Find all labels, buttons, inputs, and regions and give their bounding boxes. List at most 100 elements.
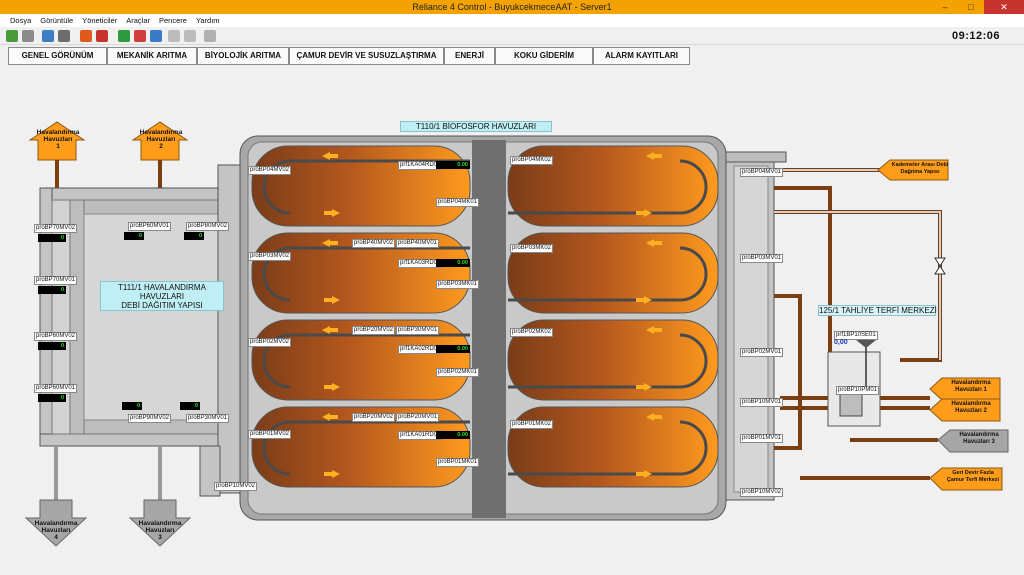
arrow-text: Çamur Terfi Merkezi [946, 477, 1000, 483]
database-icon[interactable] [150, 30, 162, 42]
report-icon[interactable] [134, 30, 146, 42]
nav-bar: GENEL GÖRÜNÜM MEKANİK ARITMA BİYOLOJİK A… [0, 46, 1024, 66]
arrow-gen [929, 467, 1003, 491]
alarm-ack-icon[interactable] [96, 30, 108, 42]
valve-left-2-display: 0 [38, 286, 66, 294]
basin-valve-left-1[interactable]: proBP01MV02 [248, 430, 292, 439]
mid-valve-1b[interactable]: proBP20MV01 [396, 413, 440, 422]
process-canvas: T110/1 BİOFOSFOR HAVUZLARI T111/1 HAVALA… [0, 68, 1024, 575]
arrow-up-1 [28, 121, 86, 188]
lane-3 [251, 232, 719, 314]
arrow-down-4 [24, 446, 88, 547]
menu-dosya[interactable]: Dosya [10, 16, 32, 25]
valve-left-3[interactable]: proBP60MV02 [34, 332, 78, 341]
arrow-text: Havalandırma [138, 520, 182, 527]
menu-yardim[interactable]: Yardım [195, 16, 220, 25]
arrow-text: Kademeler Arası Debi [891, 162, 949, 168]
print-preview-icon[interactable] [184, 30, 196, 42]
pump-tag[interactable]: proBP10PM01 [836, 386, 880, 395]
menu-pencere[interactable]: Pencere [159, 16, 187, 25]
dist-valve-top-1[interactable]: proBP60MV01 [128, 222, 172, 231]
nav-camur-devir[interactable]: ÇAMUR DEVİR VE SUSUZLAŞTIRMA [289, 47, 444, 65]
minimize-button[interactable]: – [942, 2, 948, 12]
back-icon[interactable] [6, 30, 18, 42]
arrow-hav2 [929, 398, 1001, 422]
mixer-right-3[interactable]: proBP03MK02 [510, 244, 554, 253]
list-icon[interactable] [22, 30, 34, 42]
arrow-text: Havuzları 3 [963, 439, 995, 445]
basin-valve-left-2[interactable]: proBP02MV02 [248, 338, 292, 347]
maximize-button[interactable]: □ [968, 2, 974, 12]
arrow-text: 4 [54, 534, 58, 541]
nav-genel-gorunum[interactable]: GENEL GÖRÜNÜM [8, 47, 107, 65]
menu-yoneticiler[interactable]: Yöneticiler [82, 16, 118, 25]
valve-left-4-display: 0 [38, 394, 66, 402]
mixer-right-2[interactable]: proBP02MK02 [510, 328, 554, 337]
dist-valve-top-2[interactable]: proBP80MV02 [186, 222, 230, 231]
flowmeter-value-1: 0.00 [436, 431, 470, 439]
mid-valve-3a[interactable]: proBP40MV02 [352, 239, 396, 248]
mixer-left-4[interactable]: proBP04MK01 [436, 198, 480, 207]
dist-valve-bottom-1[interactable]: proBP90MV02 [128, 414, 172, 423]
basin-valve-right-1[interactable]: proBP01MV01 [740, 434, 784, 443]
mid-valve-2b[interactable]: proBP30MV01 [396, 326, 440, 335]
flowmeter-value-2: 0.00 [436, 345, 470, 353]
valve-left-2[interactable]: proBP70MV01 [34, 276, 78, 285]
valve-left-4[interactable]: proBP60MV01 [34, 384, 78, 393]
basin-valve-right-3[interactable]: proBP03MV01 [740, 254, 784, 263]
print-icon[interactable] [168, 30, 180, 42]
menu-araclar[interactable]: Araçlar [126, 16, 150, 25]
trend-icon[interactable] [118, 30, 130, 42]
users-icon[interactable] [42, 30, 54, 42]
mixer-left-3[interactable]: proBP03MK01 [436, 280, 480, 289]
lane-2 [251, 319, 719, 401]
arrow-text: Havalandırma [951, 401, 991, 407]
dist-top-1-display: 0 [124, 232, 144, 240]
mixer-left-1[interactable]: proBP01MK01 [436, 458, 480, 467]
basin-valve-right-10[interactable]: proBP10MV01 [740, 398, 784, 407]
basin-valve-left-10[interactable]: proBP10MV02 [214, 482, 258, 491]
basin-valve-left-3[interactable]: proBP03MV02 [248, 252, 292, 261]
arrow-text: 2 [159, 143, 163, 150]
arrow-text: Havuzları 1 [955, 387, 987, 393]
mixer-left-2[interactable]: proBP02MK01 [436, 368, 480, 377]
arrow-up-2 [131, 121, 189, 188]
mid-valve-2a[interactable]: proBP20MV02 [352, 326, 396, 335]
nav-koku-giderim[interactable]: KOKU GİDERİM [495, 47, 593, 65]
nav-mekanik-aritma[interactable]: MEKANİK ARITMA [107, 47, 197, 65]
basin-valve-right-4[interactable]: proBP04MV01 [740, 168, 784, 177]
arrow-hav3 [937, 429, 1009, 453]
user-icon[interactable] [58, 30, 70, 42]
nav-alarm-kayitlari[interactable]: ALARM KAYITLARI [593, 47, 690, 65]
pipes [774, 168, 942, 480]
close-button[interactable]: ✕ [984, 0, 1024, 14]
menu-goruntule[interactable]: Görüntüle [40, 16, 74, 25]
mixer-right-4[interactable]: proBP04MK02 [510, 156, 554, 165]
mid-valve-3b[interactable]: proBP40MV01 [396, 239, 440, 248]
t110-label: T110/1 BİOFOSFOR HAVUZLARI [400, 121, 552, 132]
mid-valve-1a[interactable]: proBP20MV02 [352, 413, 396, 422]
mixer-right-1[interactable]: proBP01MK02 [510, 420, 554, 429]
basin-valve-right-10b[interactable]: proBP10MV02 [740, 488, 784, 497]
nav-biyolojik-aritma[interactable]: BİYOLOJİK ARITMA [197, 47, 289, 65]
distribution-structure [39, 164, 241, 497]
arrow-text: 1 [56, 143, 60, 150]
arrow-text: Havuzları [41, 527, 71, 534]
help-icon[interactable] [204, 30, 216, 42]
basin-valve-right-2[interactable]: proBP02MV01 [740, 348, 784, 357]
arrow-text: Havalandırma [36, 129, 80, 136]
alarm-icon[interactable] [80, 30, 92, 42]
valve-left-1[interactable]: proBP70MV02 [34, 224, 78, 233]
arrow-text: 3 [158, 534, 162, 541]
dist-valve-bottom-2[interactable]: proBP30MV01 [186, 414, 230, 423]
valve-left-1-display: 0 [38, 234, 66, 242]
flowmeter-value-4: 0.00 [436, 161, 470, 169]
nav-enerji[interactable]: ENERJİ [444, 47, 495, 65]
basin-valve-left-4[interactable]: proBP04MV02 [248, 166, 292, 175]
